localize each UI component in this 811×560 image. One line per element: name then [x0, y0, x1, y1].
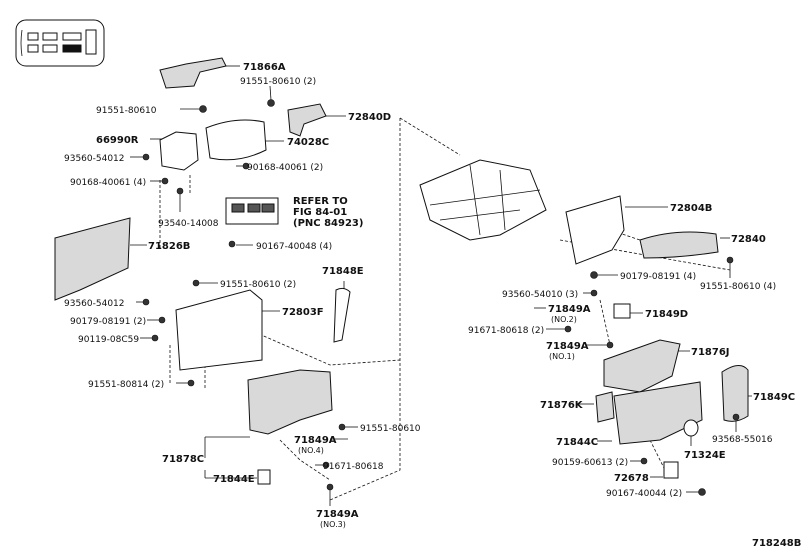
label-71324e: 71324E — [684, 450, 726, 461]
note-no3: (NO.3) — [320, 520, 346, 529]
label-91671-80618-a: 91671-80618 — [323, 462, 384, 472]
label-93560-54012-b: 93560-54012 — [64, 299, 125, 309]
leader-lines — [130, 65, 752, 506]
label-71849a-no4: 71849A — [294, 435, 337, 446]
end-cap-71849c — [721, 365, 749, 422]
label-90168-40061-4: 90168-40061 (4) — [70, 178, 146, 188]
label-71849a-no2: 71849A — [548, 304, 591, 315]
label-72803f: 72803F — [282, 307, 324, 318]
refer-note-line1: REFER TO — [293, 196, 348, 207]
panel-71876k — [595, 391, 615, 423]
label-71844e: 71844E — [213, 474, 255, 485]
side-panel-71826b — [54, 217, 131, 301]
lower-panel-71878c — [247, 369, 333, 435]
note-no1: (NO.1) — [549, 352, 575, 361]
box-66990r — [159, 131, 199, 171]
rear-panel-71876j — [603, 339, 681, 393]
part-number-labels: 71866A 91551-80610 (2) 72840D 91551-8061… — [64, 62, 801, 549]
label-74028c: 74028C — [287, 137, 329, 148]
figure-code: 718248B — [752, 538, 801, 549]
label-91551-80610: 91551-80610 — [96, 106, 157, 116]
armrest-lid-71866a — [159, 57, 227, 89]
vehicle-location-icon — [15, 19, 105, 67]
label-71849a-no3: 71849A — [316, 509, 359, 520]
part-shapes — [54, 57, 749, 485]
label-90167-40044-2: 90167-40044 (2) — [606, 489, 682, 499]
hinge-72840d — [287, 103, 327, 137]
label-72840: 72840 — [731, 234, 766, 245]
label-72804b: 72804B — [670, 203, 712, 214]
label-90159-60613-2: 90159-60613 (2) — [552, 458, 628, 468]
bracket-72804b — [565, 195, 625, 265]
label-71826b: 71826B — [148, 241, 190, 252]
label-71866a: 71866A — [243, 62, 286, 73]
note-no4: (NO.4) — [298, 446, 324, 455]
label-71848e: 71848E — [322, 266, 364, 277]
label-91551-80610-2b: 91551-80610 (2) — [220, 280, 296, 290]
label-72678: 72678 — [614, 473, 649, 484]
label-91551-80610-c: 91551-80610 — [360, 424, 421, 434]
note-no2: (NO.2) — [551, 315, 577, 324]
label-90168-40061-2: 90168-40061 (2) — [247, 163, 323, 173]
label-93568-55016: 93568-55016 — [712, 435, 773, 445]
label-71844c: 71844C — [556, 437, 598, 448]
cushion-71324e — [683, 419, 699, 437]
label-90179-08191-2: 90179-08191 (2) — [70, 317, 146, 327]
label-71849c: 71849C — [753, 392, 795, 403]
lower-box-71844c — [613, 381, 703, 445]
strap-71848e — [333, 287, 351, 343]
fasteners — [142, 99, 740, 496]
label-91551-80814-2: 91551-80814 (2) — [88, 380, 164, 390]
refer-note-line2: FIG 84-01 — [293, 207, 347, 218]
label-71849d: 71849D — [645, 309, 688, 320]
label-90119-08c59: 90119-08C59 — [78, 335, 139, 345]
label-91671-80618-2: 91671-80618 (2) — [468, 326, 544, 336]
label-71849a-no1: 71849A — [546, 341, 589, 352]
label-93560-54012-a: 93560-54012 — [64, 154, 125, 164]
label-90167-40048-4: 90167-40048 (4) — [256, 242, 332, 252]
refer-note-line3: (PNC 84923) — [293, 218, 363, 229]
clip-72678 — [663, 461, 679, 479]
clip-71849d — [613, 303, 631, 319]
label-71878c: 71878C — [162, 454, 204, 465]
label-91551-80610-2a: 91551-80610 (2) — [240, 77, 316, 87]
label-93540-14008: 93540-14008 — [158, 219, 219, 229]
label-91551-80610-4: 91551-80610 (4) — [700, 282, 776, 292]
cup-holder-74028c — [205, 119, 267, 161]
label-90179-08191-4: 90179-08191 (4) — [620, 272, 696, 282]
label-93560-54010-3: 93560-54010 (3) — [502, 290, 578, 300]
label-71876j: 71876J — [691, 347, 730, 358]
label-66990r: 66990R — [96, 135, 139, 146]
console-frame — [419, 159, 547, 241]
bracket-72803f — [175, 289, 263, 371]
label-72840d: 72840D — [348, 112, 391, 123]
label-71876k: 71876K — [540, 400, 584, 411]
armrest-pad-72840 — [639, 231, 719, 259]
clip-71844e — [257, 469, 271, 485]
